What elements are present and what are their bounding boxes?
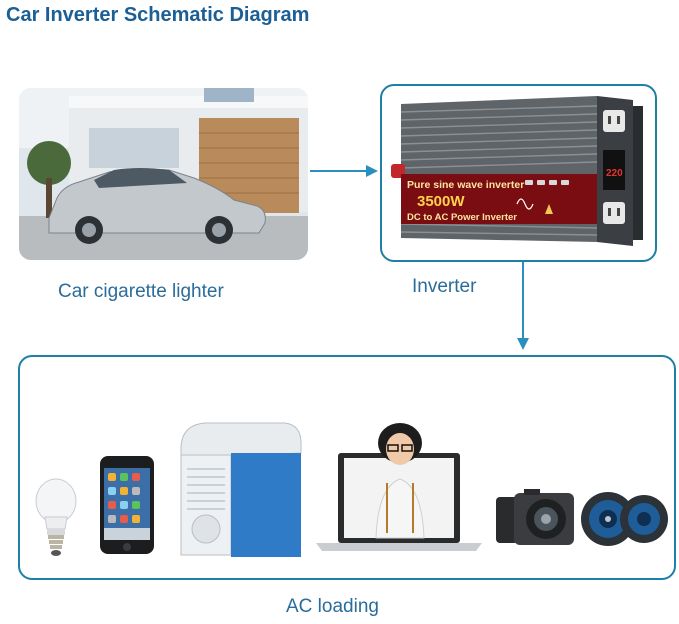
inverter-caption: Inverter	[412, 276, 476, 298]
speaker-icon	[580, 486, 670, 552]
inverter-voltage-readout: 220	[606, 168, 623, 179]
bulb-icon	[33, 477, 79, 557]
arrow-down	[513, 262, 533, 352]
cooler-icon	[175, 419, 305, 561]
inverter-image: Pure sine wave inverter 3500W DC to AC P…	[387, 92, 650, 254]
laptop-icon	[316, 417, 482, 553]
inverter-label-line1: Pure sine wave inverter	[407, 179, 524, 191]
page-title: Car Inverter Schematic Diagram	[6, 4, 309, 27]
car-image	[19, 88, 308, 260]
arrow-right	[310, 162, 380, 182]
smartphone-icon	[99, 455, 155, 555]
ac-caption: AC loading	[286, 596, 379, 618]
inverter-label-line2: DC to AC Power Inverter	[407, 212, 517, 223]
car-caption: Car cigarette lighter	[58, 281, 224, 303]
camera-icon	[494, 487, 578, 549]
inverter-label-power: 3500W	[417, 193, 465, 210]
